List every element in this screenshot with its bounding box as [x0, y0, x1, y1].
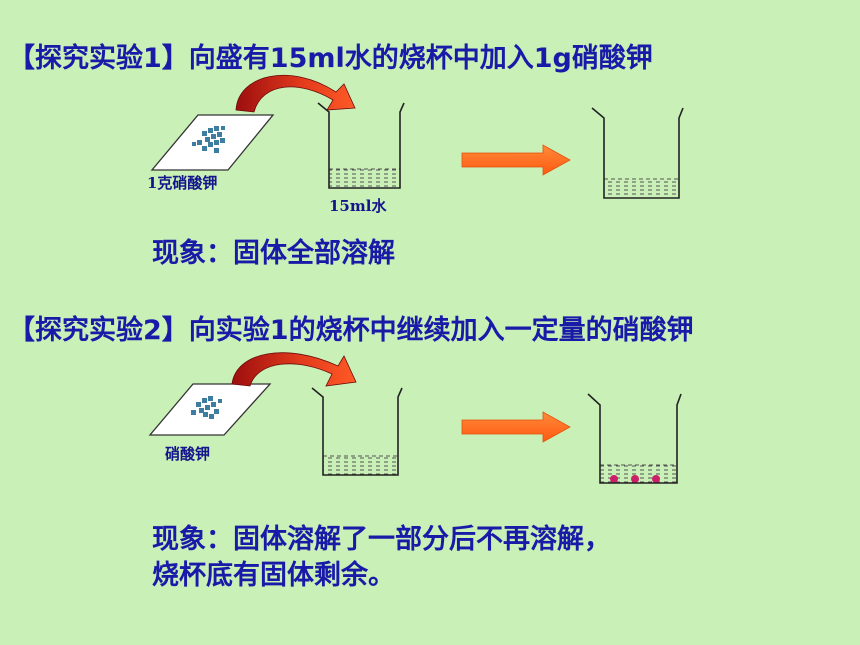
- observation-1: 现象：固体全部溶解: [152, 238, 395, 269]
- observation-2-line1: 现象：固体溶解了一部分后不再溶解，: [152, 524, 611, 555]
- crystal-pile-1: [192, 126, 225, 153]
- transfer-arrow-2: [231, 352, 357, 387]
- water-label: 15ml水: [329, 197, 387, 215]
- observation-2-line2: 烧杯底有固体剩余。: [152, 560, 395, 591]
- weighing-paper-2: [148, 383, 272, 436]
- beaker-4: [587, 393, 682, 484]
- crystal-pile-2: [191, 396, 222, 419]
- process-arrow-1: [461, 144, 571, 176]
- beaker-2: [591, 107, 684, 199]
- undissolved-solid: [610, 475, 660, 483]
- process-arrow-2: [461, 411, 571, 443]
- solid-label-2: 硝酸钾: [165, 445, 211, 463]
- beaker-1: [317, 102, 405, 189]
- experiment1-heading: 【探究实验1】向盛有15ml水的烧杯中加入1g硝酸钾: [8, 43, 653, 74]
- weighing-paper-1: [150, 114, 275, 171]
- experiment2-heading: 【探究实验2】向实验1的烧杯中继续加入一定量的硝酸钾: [8, 315, 694, 346]
- transfer-arrow-1: [235, 74, 356, 113]
- solid-label-1: 1克硝酸钾: [147, 174, 218, 192]
- beaker-3: [311, 387, 403, 476]
